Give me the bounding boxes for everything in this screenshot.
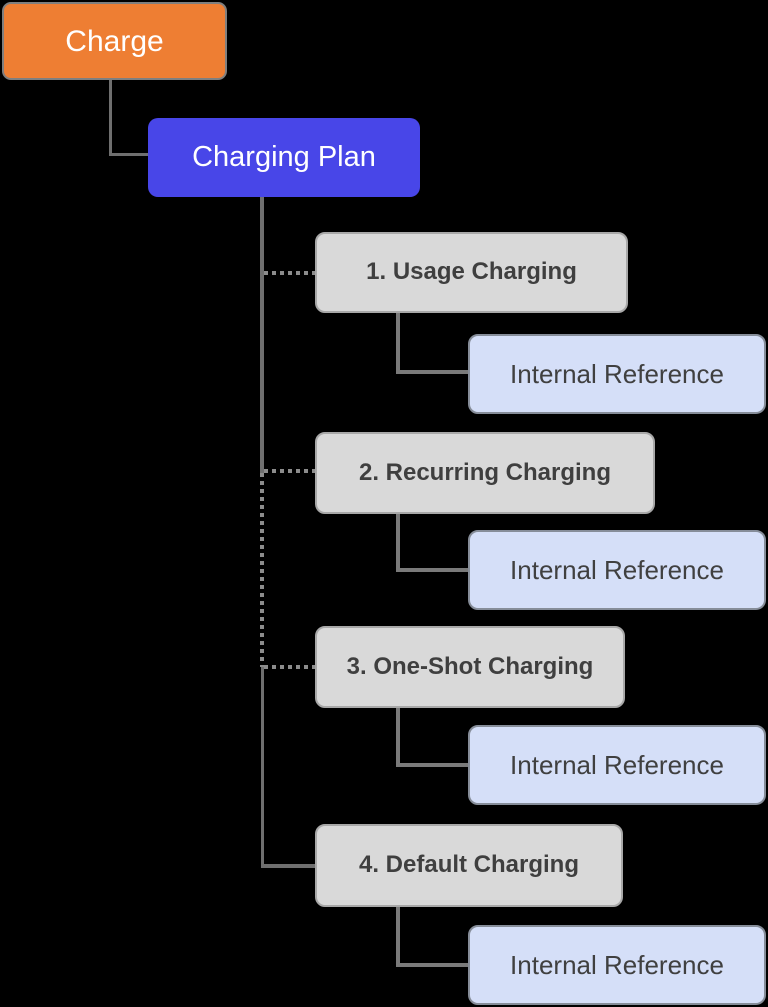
connector-trunk-solid-upper (260, 196, 264, 473)
connector-default-to-reference-vertical (396, 907, 400, 967)
connector-one-shot-to-reference-horizontal (396, 763, 468, 767)
connector-trunk-dotted-middle (260, 473, 264, 667)
connector-dotted-to-recurring-charging (264, 469, 315, 473)
node-charge: Charge (2, 2, 227, 80)
node-charge-label: Charge (65, 24, 164, 58)
node-internal-reference-label: Internal Reference (510, 949, 724, 980)
connector-charge-to-plan-horizontal (109, 153, 149, 156)
node-charging-plan-label: Charging Plan (192, 140, 376, 173)
connector-trunk-to-default-charging (261, 864, 316, 868)
node-internal-reference-recurring: Internal Reference (468, 530, 766, 610)
node-internal-reference-usage: Internal Reference (468, 334, 766, 414)
node-internal-reference-label: Internal Reference (510, 554, 724, 585)
connector-dotted-to-one-shot-charging (264, 665, 315, 669)
connector-usage-to-reference-horizontal (396, 370, 468, 374)
node-charging-plan: Charging Plan (148, 118, 420, 197)
node-internal-reference-one-shot: Internal Reference (468, 725, 766, 805)
connector-recurring-to-reference-horizontal (396, 568, 468, 572)
connector-default-to-reference-horizontal (396, 963, 468, 967)
node-internal-reference-label: Internal Reference (510, 358, 724, 389)
connector-charge-to-plan-vertical (109, 80, 112, 156)
node-recurring-charging-label: 2. Recurring Charging (358, 458, 612, 486)
node-recurring-charging: 2. Recurring Charging (315, 432, 655, 514)
connector-recurring-to-reference-vertical (396, 514, 400, 572)
node-one-shot-charging: 3. One-Shot Charging (315, 626, 625, 708)
connector-trunk-solid-lower (261, 667, 264, 868)
node-internal-reference-default: Internal Reference (468, 925, 766, 1005)
node-default-charging-label: 4. Default Charging (358, 851, 580, 879)
connector-dotted-to-usage-charging (264, 271, 315, 275)
connector-one-shot-to-reference-vertical (396, 708, 400, 767)
node-usage-charging-label: 1. Usage Charging (366, 258, 577, 286)
node-internal-reference-label: Internal Reference (510, 749, 724, 780)
node-default-charging: 4. Default Charging (315, 824, 623, 907)
connector-usage-to-reference-vertical (396, 313, 400, 374)
node-usage-charging: 1. Usage Charging (315, 232, 628, 313)
node-one-shot-charging-label: 3. One-Shot Charging (346, 652, 594, 680)
